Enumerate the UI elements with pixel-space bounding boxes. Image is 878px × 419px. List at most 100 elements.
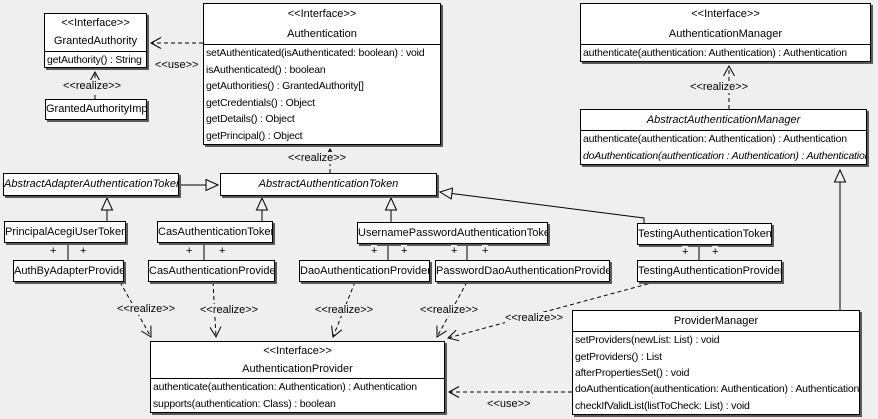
- class-header: PasswordDaoAuthenticationProvider: [436, 261, 609, 281]
- class-dao-authentication-provider[interactable]: DaoAuthenticationProvider: [299, 260, 430, 282]
- class-abstract-authentication-manager[interactable]: AbstractAuthenticationManager authenticat…: [580, 109, 867, 165]
- realize-label-grantedauthorityimpl: <<realize>>: [63, 80, 122, 92]
- class-header: TestingAuthenticationToken: [638, 224, 771, 244]
- class-password-dao-authentication-provider[interactable]: PasswordDaoAuthenticationProvider: [435, 260, 610, 282]
- multiplicity-plus: +: [401, 245, 408, 257]
- class-principal-acegi-user-token[interactable]: PrincipalAcegiUserToken: [4, 221, 126, 243]
- class-header: ProviderManager: [573, 311, 859, 331]
- multiplicity-plus: +: [186, 245, 193, 257]
- generalization-testingauthenticationtoken[interactable]: [438, 187, 645, 223]
- class-cas-authentication-provider[interactable]: CasAuthenticationProvider: [148, 260, 275, 282]
- class-name: ProviderManager: [673, 314, 759, 327]
- class-name: CasAuthenticationToken: [158, 225, 272, 238]
- class-header: <<Interface>> AuthenticationProvider: [151, 342, 444, 378]
- method-signature: isAuthenticated() : boolean: [206, 63, 326, 76]
- class-header: AbstractAuthenticationManager: [581, 110, 866, 130]
- class-name: Authentication: [287, 27, 357, 40]
- methods-compartment: authenticate(authentication: Authenticat…: [581, 130, 866, 164]
- multiplicity-plus: +: [451, 245, 458, 257]
- class-cas-authentication-token[interactable]: CasAuthenticationToken: [157, 221, 273, 243]
- class-name: TestingAuthenticationProvider: [638, 264, 781, 277]
- stereotype-label: <<Interface>>: [287, 7, 357, 20]
- methods-compartment: authenticate(authentication: Authenticat…: [581, 44, 870, 61]
- method-signature: doAuthentication(authentication : Authen…: [583, 149, 866, 162]
- class-header: <<Interface>> AuthenticationManager: [581, 4, 870, 44]
- class-authentication[interactable]: <<Interface>> Authentication setAuthentica…: [203, 3, 441, 145]
- use-label-providermanager: <<use>>: [487, 398, 531, 410]
- multiplicity-plus: +: [682, 246, 689, 258]
- realize-label-abstractauthenticationmanager: <<realize>>: [690, 81, 749, 93]
- realize-casauthenticationprovider[interactable]: [209, 281, 222, 339]
- class-header: AuthByAdapterProvider: [14, 261, 123, 281]
- realize-label-authbyadapterprovider: <<realize>>: [117, 303, 176, 315]
- methods-compartment: authenticate(authentication: Authenticat…: [151, 378, 444, 412]
- method-signature: authenticate(authentication: Authenticat…: [583, 47, 847, 59]
- class-testing-authentication-token[interactable]: TestingAuthenticationToken: [637, 223, 772, 245]
- method-signature: setAuthenticated(isAuthenticated: boolea…: [206, 47, 425, 60]
- class-name: PrincipalAcegiUserToken: [5, 225, 125, 238]
- method-signature: getAuthorities() : GrantedAuthority[]: [206, 80, 364, 93]
- multiplicity-plus: +: [80, 245, 87, 257]
- class-authentication-provider[interactable]: <<Interface>> AuthenticationProvider authe…: [150, 341, 445, 413]
- stereotype-label: <<Interface>>: [263, 344, 332, 357]
- class-authentication-manager[interactable]: <<Interface>> AuthenticationManager authen…: [580, 3, 871, 62]
- method-signature: checkIfValidList(listToCheck: List) : vo…: [575, 399, 750, 412]
- multiplicity-plus: +: [219, 245, 226, 257]
- method-signature: setProviders(newList: List) : void: [575, 334, 720, 347]
- multiplicity-plus: +: [482, 245, 489, 257]
- class-name: AuthByAdapterProvider: [14, 264, 123, 277]
- class-provider-manager[interactable]: ProviderManager setProviders(newList: Lis…: [572, 310, 860, 415]
- class-name: AuthenticationManager: [668, 27, 783, 40]
- method-signature: getAuthority() : String: [47, 53, 142, 66]
- class-header: AbstractAdapterAuthenticationToken: [4, 174, 178, 195]
- realize-testingauthenticationprovider[interactable]: [446, 281, 656, 342]
- class-header: UsernamePasswordAuthenticationToken: [358, 223, 547, 243]
- multiplicity-plus: +: [371, 245, 378, 257]
- realize-label-testingauthenticationprovider: <<realize>>: [505, 312, 564, 324]
- method-signature: getProviders() : List: [575, 350, 662, 363]
- class-abstract-adapter-authentication-token[interactable]: AbstractAdapterAuthenticationToken: [3, 173, 179, 196]
- method-signature: getDetails() : Object: [206, 113, 295, 126]
- class-name: UsernamePasswordAuthenticationToken: [358, 226, 547, 239]
- class-header: PrincipalAcegiUserToken: [5, 222, 125, 242]
- class-header: CasAuthenticationProvider: [149, 261, 274, 281]
- multiplicity-plus: +: [50, 245, 57, 257]
- class-name: CasAuthenticationProvider: [149, 264, 274, 277]
- class-header: GrantedAuthorityImpl: [46, 100, 146, 119]
- class-header: DaoAuthenticationProvider: [300, 261, 429, 281]
- multiplicity-plus: +: [712, 246, 719, 258]
- class-name: GrantedAuthority: [53, 35, 138, 48]
- method-signature: doAuthentication(authentication: Authent…: [575, 383, 859, 396]
- class-granted-authority-impl[interactable]: GrantedAuthorityImpl: [45, 99, 147, 120]
- class-granted-authority[interactable]: <<Interface>> GrantedAuthority getAuthorit…: [44, 13, 147, 68]
- methods-compartment: setProviders(newList: List) : void getPro…: [573, 331, 859, 414]
- method-signature: authenticate(authentication: Authenticat…: [583, 133, 847, 146]
- class-testing-authentication-provider[interactable]: TestingAuthenticationProvider: [637, 260, 782, 282]
- class-header: TestingAuthenticationProvider: [638, 261, 781, 281]
- class-abstract-authentication-token[interactable]: AbstractAuthenticationToken: [220, 173, 437, 196]
- realize-label-daoauthenticationprovider: <<realize>>: [315, 304, 374, 316]
- class-name: TestingAuthenticationToken: [638, 227, 771, 240]
- stereotype-label: <<Interface>>: [61, 16, 130, 29]
- realize-label-casauthenticationprovider: <<realize>>: [200, 304, 259, 316]
- class-header: CasAuthenticationToken: [158, 222, 272, 242]
- stereotype-label: <<Interface>>: [691, 7, 760, 20]
- methods-compartment: setAuthenticated(isAuthenticated: boolea…: [204, 44, 440, 144]
- method-signature: authenticate(authentication: Authenticat…: [153, 381, 417, 394]
- class-auth-by-adapter-provider[interactable]: AuthByAdapterProvider: [13, 260, 124, 282]
- class-name: AuthenticationProvider: [242, 362, 353, 375]
- class-name: DaoAuthenticationProvider: [300, 264, 429, 277]
- class-name: AbstractAuthenticationToken: [258, 178, 399, 190]
- method-signature: supports(authentication: Class) : boolea…: [153, 397, 336, 410]
- class-header: AbstractAuthenticationToken: [221, 174, 436, 195]
- realize-label-abstractauthenticationtoken: <<realize>>: [288, 152, 347, 164]
- methods-compartment: getAuthority() : String: [45, 51, 146, 67]
- realize-label-passworddaoauthenticationprovider: <<realize>>: [420, 304, 479, 316]
- class-name: AbstractAdapterAuthenticationToken: [4, 178, 178, 190]
- class-name: PasswordDaoAuthenticationProvider: [436, 264, 609, 277]
- class-header: <<Interface>> Authentication: [204, 4, 440, 44]
- class-header: <<Interface>> GrantedAuthority: [45, 14, 146, 51]
- class-username-password-authentication-token[interactable]: UsernamePasswordAuthenticationToken: [357, 222, 548, 244]
- method-signature: afterPropertiesSet() : void: [575, 366, 690, 379]
